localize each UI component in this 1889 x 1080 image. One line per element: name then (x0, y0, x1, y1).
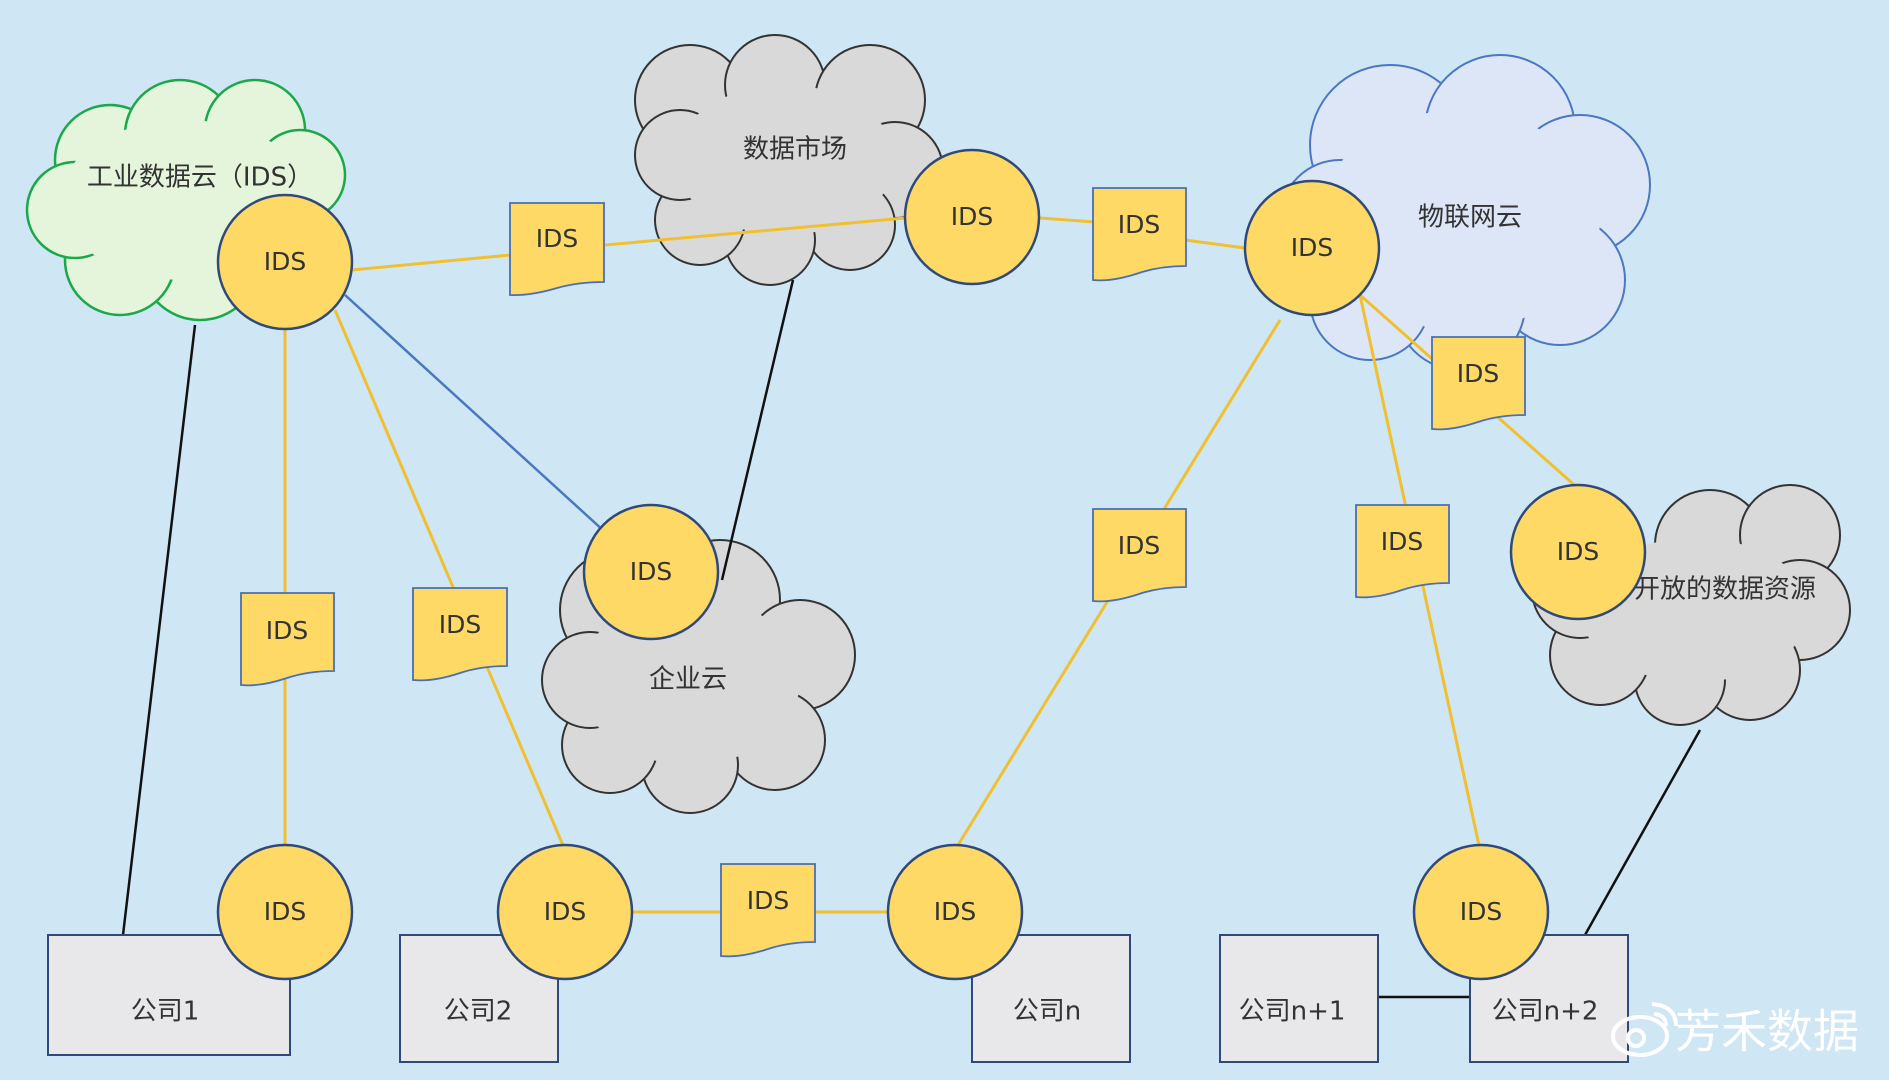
watermark: 芳禾数据 (1611, 1002, 1859, 1059)
svg-text:IDS: IDS (934, 897, 977, 926)
svg-text:IDS: IDS (536, 224, 579, 253)
ids-document-5: IDS (412, 587, 508, 682)
industrial-data-cloud-label: 工业数据云（IDS） (87, 163, 313, 193)
ids-node-company-n: IDS (886, 843, 1024, 981)
svg-text:IDS: IDS (630, 557, 673, 586)
svg-text:IDS: IDS (266, 616, 309, 645)
watermark-text: 芳禾数据 (1675, 1005, 1859, 1059)
enterprise-cloud-label: 企业云 (649, 665, 727, 695)
ids-document-1: IDS (509, 202, 605, 297)
ids-node-enterprise-cloud: IDS (582, 503, 720, 641)
ids-node-company-n-plus-2: IDS (1412, 843, 1550, 981)
company-2-label: 公司2 (444, 997, 513, 1027)
svg-text:IDS: IDS (1457, 359, 1500, 388)
ids-node-company-1: IDS (216, 843, 354, 981)
svg-text:IDS: IDS (1291, 233, 1334, 262)
svg-text:IDS: IDS (264, 897, 307, 926)
svg-text:IDS: IDS (1118, 531, 1161, 560)
svg-text:IDS: IDS (439, 610, 482, 639)
ids-node-data-market: IDS (903, 148, 1041, 286)
svg-text:IDS: IDS (1118, 210, 1161, 239)
ids-node-iot-cloud: IDS (1243, 179, 1381, 317)
open-data-resources-cloud-label: 开放的数据资源 (1634, 575, 1816, 605)
ids-document-2: IDS (1092, 187, 1187, 282)
weibo-logo-icon (1611, 1002, 1678, 1057)
company-n-plus-1: 公司n+1 (1219, 934, 1379, 1063)
data-market-cloud: 数据市场 (634, 34, 944, 286)
svg-text:IDS: IDS (1557, 537, 1600, 566)
iot-cloud-label: 物联网云 (1418, 203, 1522, 233)
company-1-label: 公司1 (131, 997, 200, 1027)
svg-text:IDS: IDS (1460, 897, 1503, 926)
svg-text:IDS: IDS (951, 202, 994, 231)
company-n-label: 公司n (1013, 997, 1081, 1027)
ids-document-8: IDS (720, 863, 816, 958)
svg-text:IDS: IDS (544, 897, 587, 926)
ids-document-6: IDS (1092, 508, 1187, 603)
svg-text:IDS: IDS (1381, 527, 1424, 556)
svg-text:IDS: IDS (264, 247, 307, 276)
company-n-plus-1-label: 公司n+1 (1239, 997, 1346, 1027)
ids-node-industrial-cloud: IDS (216, 193, 354, 331)
ids-node-company-2: IDS (496, 843, 634, 981)
company-n-plus-2-label: 公司n+2 (1492, 997, 1599, 1027)
data-market-cloud-label: 数据市场 (743, 135, 847, 165)
ids-document-7: IDS (1355, 504, 1450, 599)
ids-document-4: IDS (240, 592, 335, 687)
ids-document-3: IDS (1431, 336, 1526, 431)
ids-node-open-data: IDS (1509, 483, 1647, 621)
svg-text:IDS: IDS (747, 886, 790, 915)
